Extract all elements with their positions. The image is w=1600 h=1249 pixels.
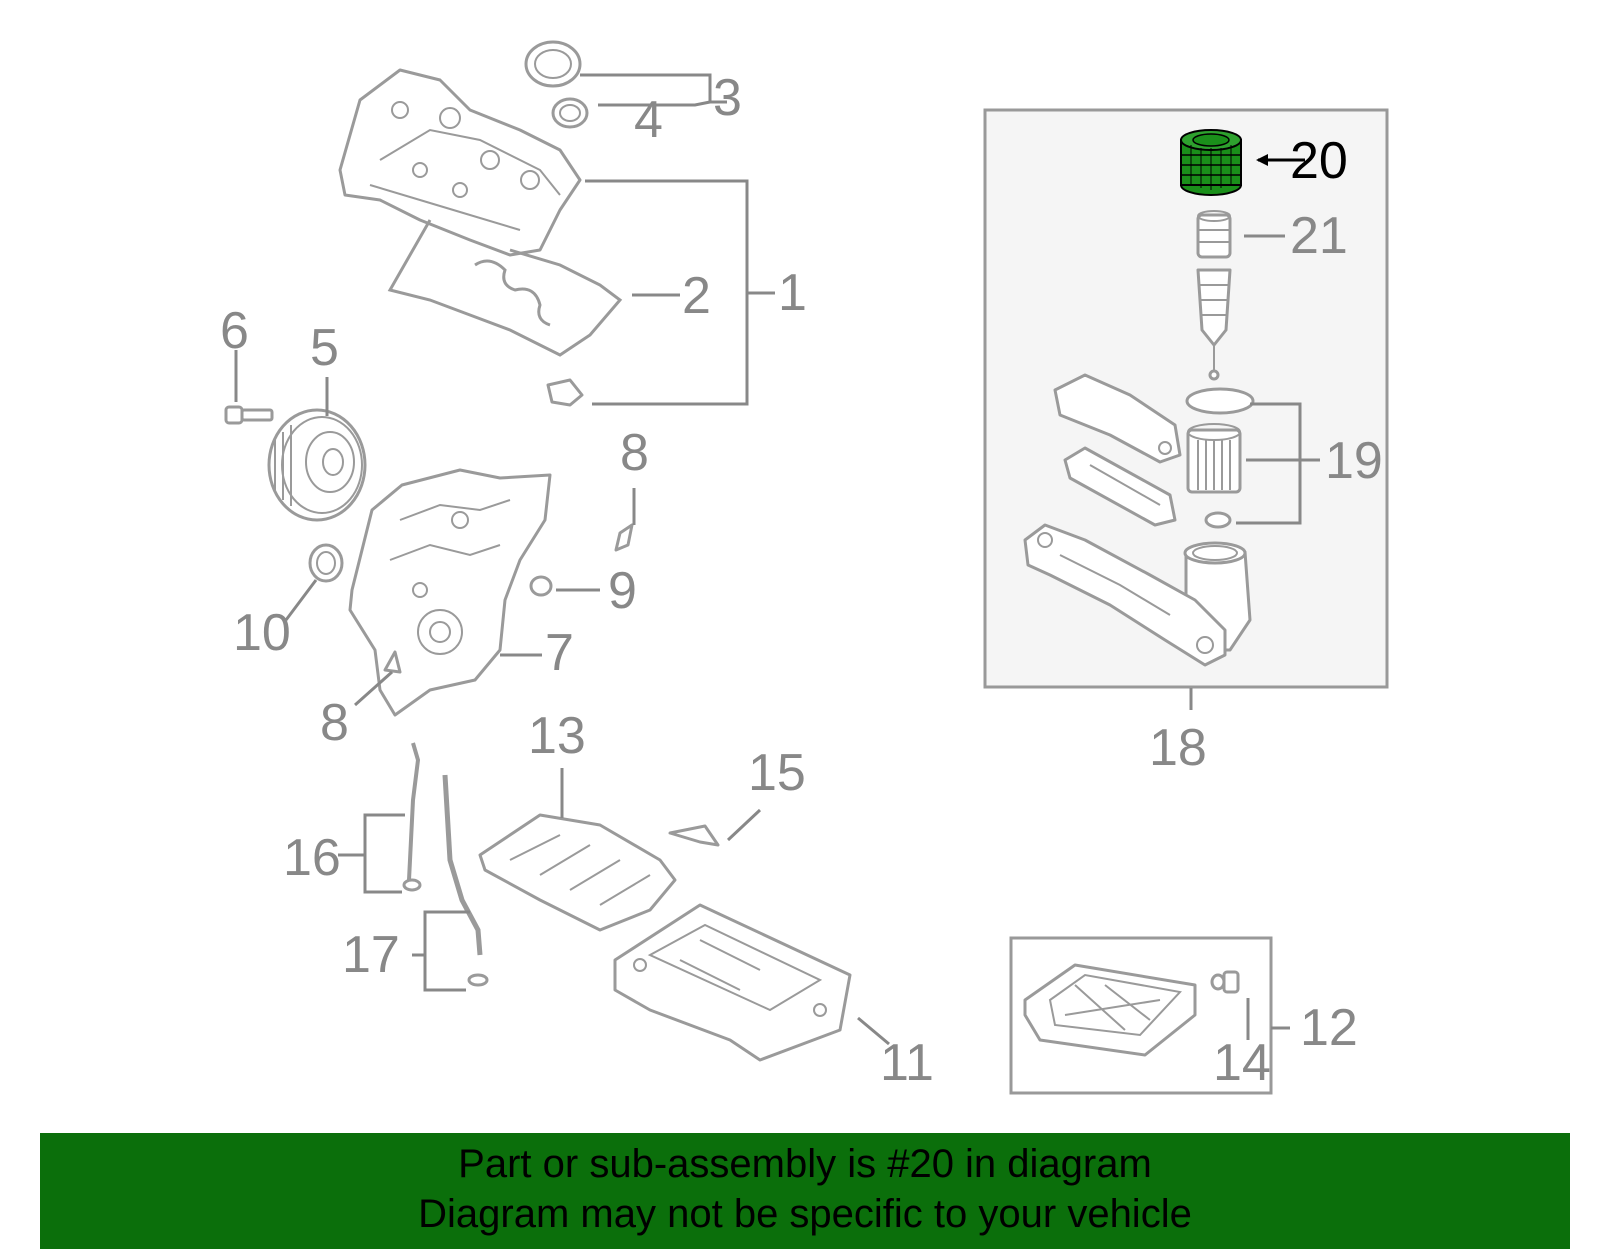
filter-o-ring-small[interactable] (1204, 511, 1232, 529)
oil-pan-gasket-piece[interactable] (668, 824, 720, 847)
callout-18: 18 (1149, 719, 1207, 777)
spark-plug-seal[interactable] (546, 378, 584, 407)
oil-filter-mesh (1196, 268, 1232, 381)
callout-5: 5 (310, 319, 339, 377)
callout-20: 20 (1290, 132, 1348, 190)
o-ring-9[interactable] (529, 575, 553, 597)
dowel-pin-upper[interactable] (614, 523, 634, 552)
callout-20-arrowhead (1256, 154, 1268, 166)
oil-cooler-upper[interactable] (1053, 373, 1182, 464)
filter-cartridge[interactable] (1186, 423, 1242, 494)
valve-cover-gasket[interactable] (387, 219, 623, 357)
callout-4: 4 (634, 91, 663, 149)
callout-2: 2 (682, 267, 711, 325)
filter-o-ring-large[interactable] (1185, 387, 1255, 415)
callout-21: 21 (1290, 207, 1348, 265)
drain-plug[interactable] (1210, 970, 1240, 994)
oil-filler-cap[interactable] (524, 40, 582, 88)
callout-19: 19 (1325, 432, 1383, 490)
callout-3: 3 (713, 69, 742, 127)
callout-13: 13 (528, 707, 586, 765)
callout-16: 16 (283, 829, 341, 887)
callout-7: 7 (545, 624, 574, 682)
callout-10: 10 (233, 604, 291, 662)
oil-filler-seal[interactable] (551, 97, 589, 129)
dowel-pin-lower[interactable] (383, 650, 402, 674)
valve-cover[interactable] (338, 68, 582, 257)
oil-filter-element[interactable] (1196, 210, 1232, 259)
dipstick-tube[interactable] (442, 774, 489, 987)
callout-17: 17 (342, 926, 400, 984)
callout-15: 15 (748, 744, 806, 802)
crankshaft-pulley[interactable] (267, 408, 367, 522)
oil-filter-cap-highlighted[interactable] (1180, 129, 1242, 196)
crankshaft-bolt[interactable] (224, 405, 274, 425)
callout-1: 1 (778, 264, 807, 322)
callout-12: 12 (1300, 999, 1358, 1057)
callout-11: 11 (880, 1034, 934, 1092)
front-crank-seal[interactable] (308, 543, 344, 583)
callout-9: 9 (608, 562, 637, 620)
lower-oil-pan[interactable] (1023, 963, 1197, 1057)
oil-dipstick[interactable] (402, 742, 422, 892)
timing-cover[interactable] (348, 468, 552, 717)
banner-line-disclaimer: Diagram may not be specific to your vehi… (418, 1192, 1192, 1236)
highlight-banner: Part or sub-assembly is #20 in diagram D… (40, 1133, 1570, 1249)
oil-filter-base-manifold[interactable] (1023, 523, 1227, 667)
callout-6: 6 (220, 302, 249, 360)
oil-baffle[interactable] (478, 813, 677, 932)
callout-14: 14 (1213, 1034, 1271, 1092)
oil-cooler-gasket[interactable] (1063, 446, 1177, 527)
callout-8-lower: 8 (320, 694, 349, 752)
callout-8-upper: 8 (620, 424, 649, 482)
banner-line-part: Part or sub-assembly is #20 in diagram (458, 1142, 1152, 1186)
leader-lines (234, 73, 1320, 1046)
upper-oil-pan[interactable] (613, 903, 852, 1062)
